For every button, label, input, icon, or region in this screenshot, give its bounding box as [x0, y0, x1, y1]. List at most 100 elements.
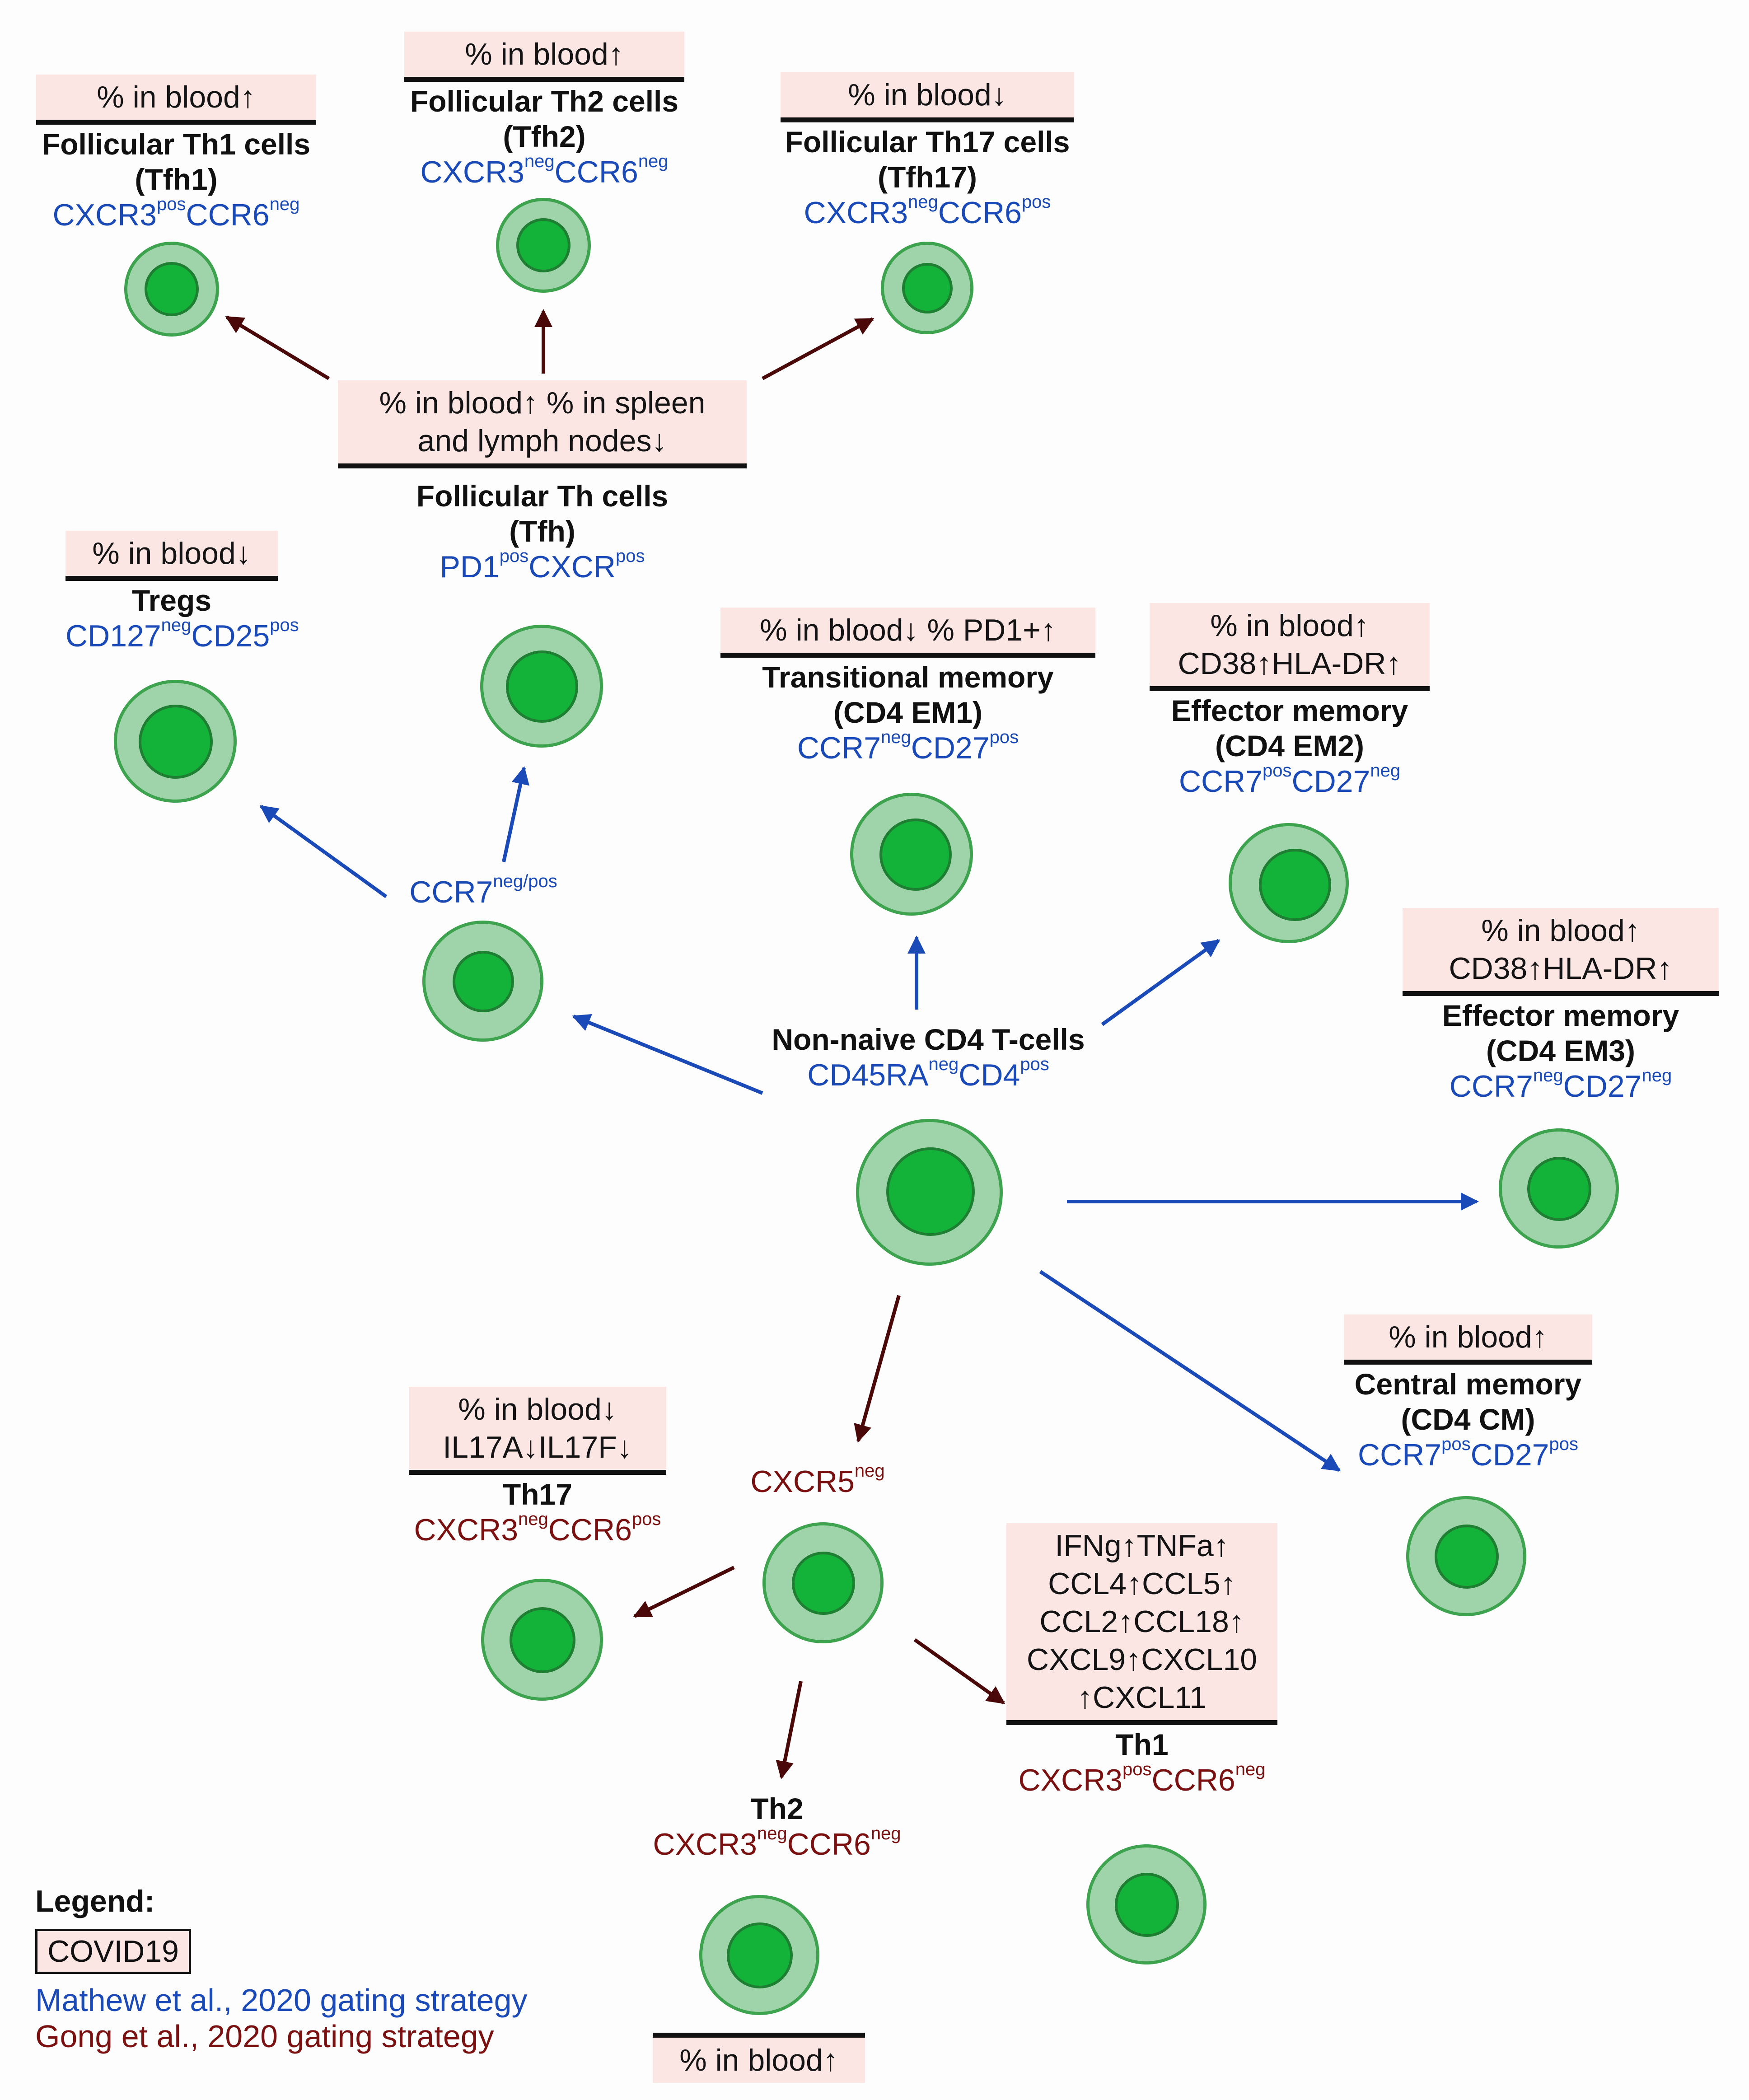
- em2-marker: CCR7posCD27neg: [1178, 761, 1401, 799]
- arrow-tfh-to-tfh17: [762, 317, 874, 380]
- nonnaive-title-line-1: Non-naive CD4 T-cells: [772, 1023, 1085, 1056]
- th2-status-line-1: % in blood↑: [679, 2043, 838, 2077]
- cxcr5-marker: CXCR5neg: [750, 1461, 885, 1499]
- em1-title-line-2: (CD4 EM1): [833, 696, 983, 729]
- node-tfh2: % in blood↑ Follicular Th2 cells (Tfh2) …: [404, 32, 684, 190]
- th2-title-line-1: Th2: [750, 1792, 804, 1825]
- node-em2: % in blood↑ CD38↑HLA-DR↑ Effector memory…: [1150, 603, 1430, 800]
- legend-covid19-box: COVID19: [35, 1929, 191, 1974]
- em3-title: Effector memory (CD4 EM3): [1403, 998, 1719, 1068]
- tfh2-title: Follicular Th2 cells (Tfh2): [404, 84, 684, 154]
- th17-status-line-1: % in blood↓: [458, 1392, 617, 1427]
- th1-title-line-1: Th1: [1115, 1728, 1169, 1761]
- legend: Legend: COVID19 Mathew et al., 2020 gati…: [35, 1884, 622, 2054]
- th2-status-box: % in blood↑: [653, 2033, 865, 2083]
- tfh-title-line-1: Follicular Th cells: [416, 479, 669, 513]
- th1-status-line-2: CCL4↑CCL5↑: [1048, 1567, 1236, 1601]
- tfh1-title: Follicular Th1 cells (Tfh1): [36, 126, 316, 197]
- th17-cell: [481, 1579, 603, 1701]
- th2-status-container: % in blood↑: [653, 2033, 865, 2083]
- cm-status-line-1: % in blood↑: [1389, 1320, 1548, 1354]
- node-em3: % in blood↑ CD38↑HLA-DR↑ Effector memory…: [1403, 908, 1719, 1104]
- cm-nucleus: [1435, 1525, 1499, 1589]
- th1-nucleus: [1115, 1873, 1179, 1937]
- em2-status-box: % in blood↑ CD38↑HLA-DR↑: [1150, 603, 1430, 691]
- tfh2-cell: [496, 198, 591, 293]
- legend-title: Legend:: [35, 1884, 155, 1918]
- tfh-cell: [480, 625, 603, 748]
- nonnaive-title: Non-naive CD4 T-cells: [736, 1022, 1120, 1057]
- arrow-nonnaive-to-cm: [1039, 1270, 1341, 1472]
- tfh-title: Follicular Th cells (Tfh): [338, 478, 747, 549]
- cm-status-box: % in blood↑: [1344, 1314, 1592, 1365]
- tfh1-title-line-1: Follicular Th1 cells: [42, 127, 311, 161]
- cm-title-line-1: Central memory: [1354, 1367, 1582, 1401]
- tfh-marker: PD1posCXCRpos: [440, 546, 645, 584]
- em3-status-box: % in blood↑ CD38↑HLA-DR↑: [1403, 908, 1719, 996]
- th1-status-line-1: IFNg↑TNFa↑: [1055, 1529, 1229, 1563]
- th2-nucleus: [727, 1922, 793, 1988]
- em2-status-line-1: % in blood↑: [1210, 608, 1369, 643]
- em3-status-line-2: CD38↑HLA-DR↑: [1449, 951, 1673, 986]
- arrow-nonnaive-to-ccr7: [572, 1014, 763, 1095]
- th2-marker: CXCR3negCCR6neg: [653, 1824, 901, 1861]
- tfh17-status-box: % in blood↓: [781, 72, 1074, 122]
- tfh-nucleus: [506, 650, 578, 723]
- ccr7-nucleus: [453, 951, 514, 1012]
- node-tfh: % in blood↑ % in spleen and lymph nodes↓…: [338, 380, 747, 585]
- th1-status-line-3: CCL2↑CCL18↑: [1039, 1604, 1244, 1639]
- tfh1-marker: CXCR3posCCR6neg: [52, 194, 300, 232]
- arrow-tfh-to-tfh1: [225, 315, 330, 380]
- tregs-title: Tregs: [65, 583, 278, 618]
- arrow-nonnaive-to-em2: [1101, 939, 1221, 1026]
- em2-title-line-2: (CD4 EM2): [1215, 729, 1365, 762]
- em1-title-line-1: Transitional memory: [762, 660, 1054, 694]
- ccr7-marker: CCR7neg/pos: [409, 871, 557, 909]
- nonnaive-marker: CD45RAnegCD4pos: [807, 1054, 1049, 1092]
- tfh17-title: Follicular Th17 cells (Tfh17): [781, 124, 1074, 195]
- em3-title-line-1: Effector memory: [1442, 999, 1679, 1032]
- node-th17: % in blood↓ IL17A↓IL17F↓ Th17 CXCR3negCC…: [409, 1387, 666, 1548]
- tregs-title-line-1: Tregs: [131, 584, 212, 617]
- em3-cell: [1499, 1128, 1619, 1249]
- tfh17-marker: CXCR3negCCR6pos: [804, 192, 1051, 230]
- node-th1: IFNg↑TNFa↑ CCL4↑CCL5↑ CCL2↑CCL18↑ CXCL9↑…: [1006, 1523, 1277, 1798]
- tfh2-title-line-1: Follicular Th2 cells: [410, 84, 679, 118]
- ccr7-cell: [422, 921, 543, 1042]
- arrow-ccr7-to-tfh: [502, 766, 529, 862]
- node-cxcr5: CXCR5neg: [714, 1461, 921, 1500]
- tfh1-title-line-2: (Tfh1): [135, 163, 218, 196]
- em1-marker: CCR7negCD27pos: [797, 727, 1019, 765]
- em1-status-line-1: % in blood↓ % PD1+↑: [760, 613, 1056, 647]
- tfh2-marker: CXCR3negCCR6neg: [420, 151, 669, 189]
- nonnaive-nucleus: [886, 1147, 975, 1236]
- arrow-ccr7-to-tregs: [259, 804, 388, 898]
- tfh1-status-line-1: % in blood↑: [97, 80, 256, 114]
- th1-marker: CXCR3posCCR6neg: [1018, 1759, 1266, 1797]
- em2-status-line-2: CD38↑HLA-DR↑: [1178, 646, 1402, 681]
- th1-status-box: IFNg↑TNFa↑ CCL4↑CCL5↑ CCL2↑CCL18↑ CXCL9↑…: [1006, 1523, 1277, 1725]
- node-em1: % in blood↓ % PD1+↑ Transitional memory …: [720, 608, 1095, 766]
- tregs-status-line-1: % in blood↓: [92, 536, 251, 571]
- arrow-cxcr5-to-th17: [633, 1566, 735, 1618]
- em2-cell: [1229, 823, 1349, 943]
- tfh1-cell: [124, 242, 219, 337]
- th1-status-line-4: CXCL9↑CXCL10: [1026, 1642, 1258, 1677]
- em1-status-box: % in blood↓ % PD1+↑: [720, 608, 1095, 658]
- th17-marker: CXCR3negCCR6pos: [414, 1509, 661, 1547]
- em3-title-line-2: (CD4 EM3): [1486, 1034, 1636, 1067]
- th17-title: Th17: [409, 1477, 666, 1512]
- arrow-nonnaive-to-cxcr5: [854, 1295, 901, 1443]
- tfh-status-line-1: % in blood↑ % in spleen: [379, 386, 706, 420]
- tregs-marker: CD127negCD25pos: [65, 615, 299, 653]
- legend-gong: Gong et al., 2020 gating strategy: [35, 2019, 494, 2054]
- th2-cell: [699, 1895, 819, 2015]
- em1-title: Transitional memory (CD4 EM1): [720, 659, 1095, 730]
- tfh17-title-line-1: Follicular Th17 cells: [785, 125, 1070, 159]
- tfh2-status-line-1: % in blood↑: [465, 37, 624, 71]
- tfh17-cell: [881, 242, 973, 334]
- tfh-status-box: % in blood↑ % in spleen and lymph nodes↓: [338, 380, 747, 468]
- th17-status-line-2: IL17A↓IL17F↓: [443, 1430, 632, 1464]
